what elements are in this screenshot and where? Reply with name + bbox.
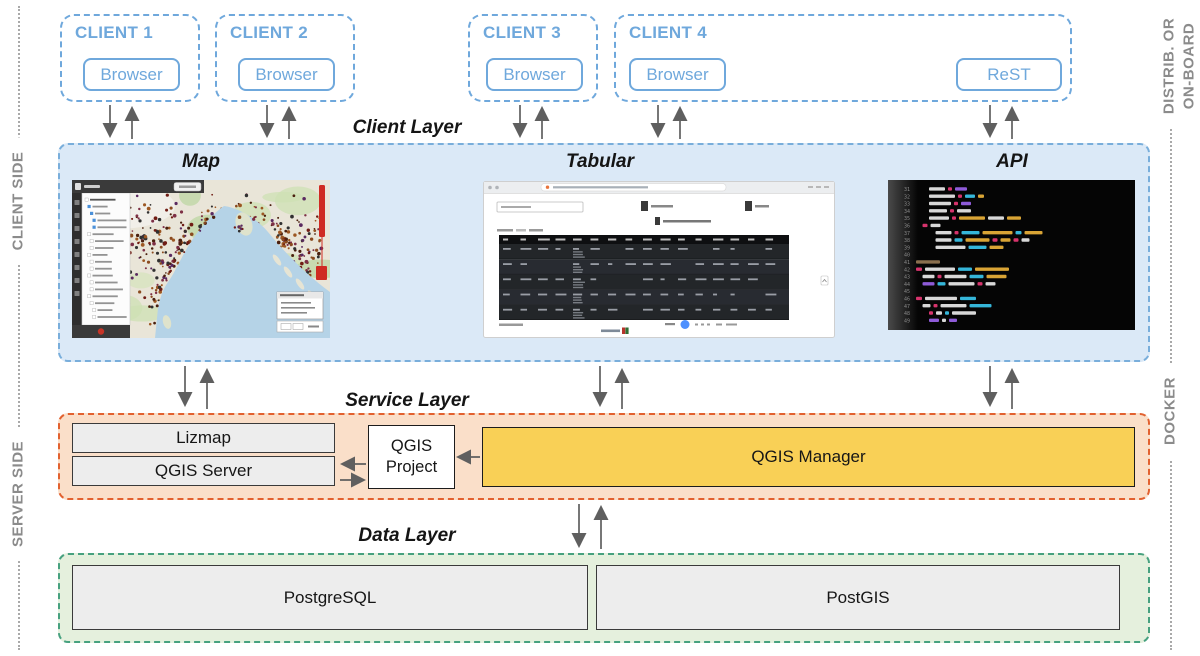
postgis-box: PostGIS bbox=[596, 565, 1120, 630]
client-2-box: CLIENT 2 Browser bbox=[215, 14, 355, 102]
svg-text:42: 42 bbox=[904, 267, 910, 273]
tabular-panel-title: Tabular bbox=[566, 151, 634, 172]
client-3-browser-endpoint: Browser bbox=[486, 58, 583, 91]
svg-text:35: 35 bbox=[904, 216, 910, 222]
svg-text:45: 45 bbox=[904, 289, 910, 295]
client-4-rest-endpoint: ReST bbox=[956, 58, 1062, 91]
qgis-manager-box: QGIS Manager bbox=[482, 427, 1135, 487]
map-panel-title: Map bbox=[182, 151, 220, 172]
svg-text:49: 49 bbox=[904, 318, 910, 324]
svg-text:34: 34 bbox=[904, 209, 910, 215]
service-layer-title: Service Layer bbox=[345, 390, 469, 411]
client-3-name: CLIENT 3 bbox=[483, 23, 561, 42]
svg-text:46: 46 bbox=[904, 297, 910, 303]
qgis-server-box: QGIS Server bbox=[72, 456, 335, 486]
svg-text:31: 31 bbox=[904, 187, 910, 193]
left-boundary-line bbox=[18, 6, 20, 650]
svg-text:40: 40 bbox=[904, 253, 910, 259]
client-4-name: CLIENT 4 bbox=[629, 23, 707, 42]
api-panel-title: API bbox=[996, 151, 1028, 172]
client-4-browser-endpoint: Browser bbox=[629, 58, 726, 91]
svg-text:32: 32 bbox=[904, 194, 910, 200]
client-1-box: CLIENT 1 Browser bbox=[60, 14, 200, 102]
svg-text:44: 44 bbox=[904, 282, 910, 288]
svg-text:36: 36 bbox=[904, 224, 910, 230]
svg-text:33: 33 bbox=[904, 202, 910, 208]
distrib-or-onboard-label: DISTRIB. OR ON-BOARD bbox=[1156, 3, 1200, 129]
svg-text:41: 41 bbox=[904, 260, 910, 266]
tabular-screenshot bbox=[483, 181, 835, 338]
map-screenshot bbox=[72, 180, 330, 338]
client-1-name: CLIENT 1 bbox=[75, 23, 153, 42]
svg-text:47: 47 bbox=[904, 304, 910, 310]
svg-text:43: 43 bbox=[904, 275, 910, 281]
data-layer-title: Data Layer bbox=[358, 525, 456, 546]
server-side-label: SERVER SIDE bbox=[5, 426, 31, 562]
client-layer-title: Client Layer bbox=[352, 117, 462, 138]
docker-label: DOCKER bbox=[1157, 362, 1183, 460]
client-2-name: CLIENT 2 bbox=[230, 23, 308, 42]
client-4-box: CLIENT 4 Browser ReST bbox=[614, 14, 1072, 102]
lizmap-box: Lizmap bbox=[72, 423, 335, 453]
right-boundary-line bbox=[1170, 6, 1172, 650]
client-2-browser-endpoint: Browser bbox=[238, 58, 335, 91]
client-side-label: CLIENT SIDE bbox=[5, 137, 31, 265]
client-1-browser-endpoint: Browser bbox=[83, 58, 180, 91]
client-3-box: CLIENT 3 Browser bbox=[468, 14, 598, 102]
svg-text:48: 48 bbox=[904, 311, 910, 317]
svg-text:39: 39 bbox=[904, 245, 910, 251]
svg-text:38: 38 bbox=[904, 238, 910, 244]
svg-text:37: 37 bbox=[904, 231, 910, 237]
qgis-project-box: QGIS Project bbox=[368, 425, 455, 489]
postgresql-box: PostgreSQL bbox=[72, 565, 588, 630]
